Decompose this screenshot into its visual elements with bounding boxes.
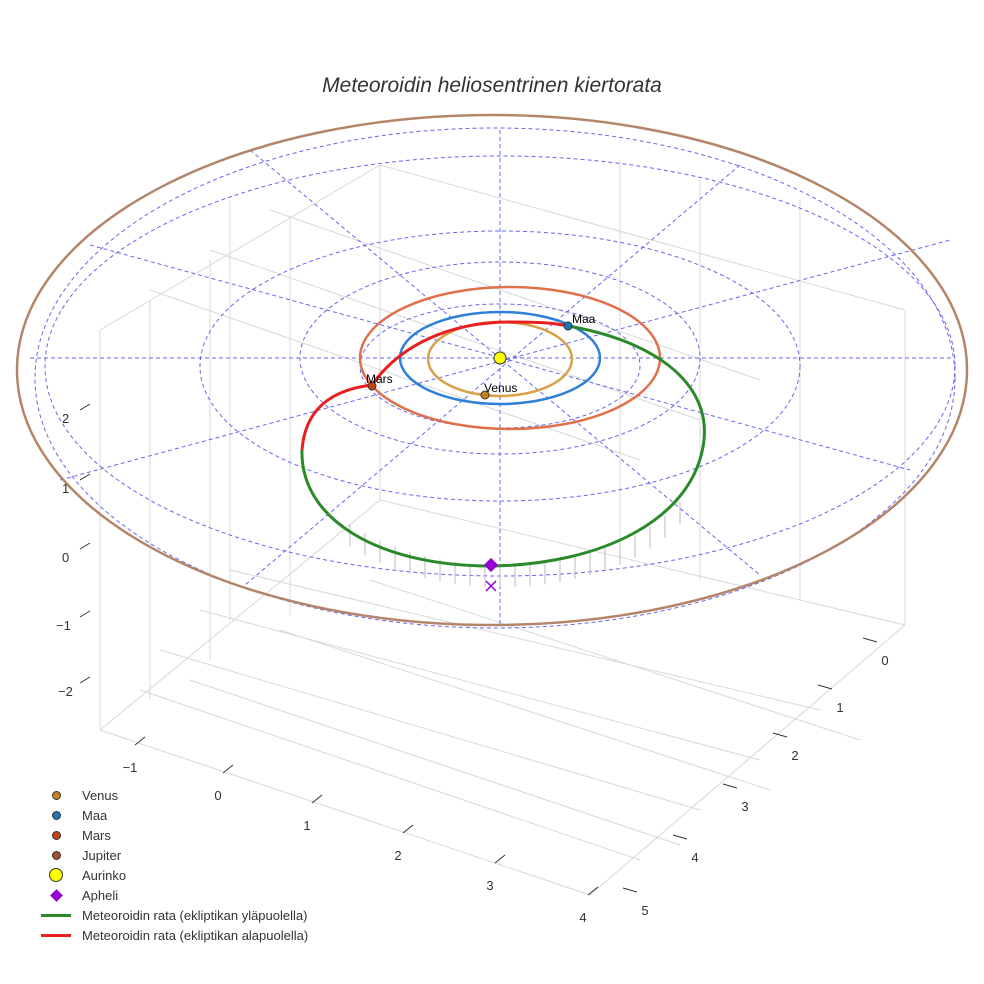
legend-label: Aurinko [82, 867, 127, 883]
planet-maa [563, 321, 573, 331]
z-tick-label: 2 [62, 411, 69, 426]
z-tick [79, 610, 91, 618]
sun-marker-icon [49, 868, 63, 882]
x-tick-label: 3 [486, 878, 493, 893]
grid-line [99, 729, 591, 896]
planet-label: Mars [366, 372, 393, 386]
earth-marker-icon [51, 810, 61, 820]
x-tick [222, 764, 234, 774]
polar-grid-ring [44, 155, 956, 577]
planet-venus [480, 390, 490, 400]
polar-grid-spoke [249, 149, 761, 576]
y-tick-label: 4 [691, 850, 698, 865]
chart-title: Meteoroidin heliosentrinen kiertorata [322, 74, 662, 97]
polar-grid-spoke [244, 164, 741, 586]
x-tick-label: −1 [123, 760, 138, 775]
z-tick-label: −2 [58, 684, 73, 699]
drop-lines [349, 501, 681, 587]
legend-label: Maa [82, 807, 108, 823]
aphelion-projection-marker [485, 580, 497, 592]
grid-line [379, 499, 906, 626]
legend-item-orbit-below[interactable]: Meteoroidin rata (ekliptikan alapuolella… [36, 925, 308, 945]
x-tick-label: 1 [303, 818, 310, 833]
legend-label: Mars [82, 827, 111, 843]
grid-line [199, 609, 761, 761]
grid-line [189, 679, 681, 846]
grid-line [159, 649, 701, 811]
orbit-above-ecliptic [300, 324, 706, 568]
x-tick [402, 824, 414, 834]
y-tick-label: 3 [741, 799, 748, 814]
y-tick-label: 5 [641, 903, 648, 918]
z-tick-label: 1 [62, 481, 69, 496]
polar-grid-spoke [89, 244, 911, 471]
grid-line [149, 289, 641, 461]
grid-line [139, 689, 641, 861]
orbit-below-ecliptic [300, 320, 569, 451]
x-tick [311, 794, 323, 804]
x-tick-label: 0 [214, 788, 221, 803]
polar-grid-ring [34, 127, 956, 629]
venus-marker-icon [51, 790, 61, 800]
legend-label: Jupiter [82, 847, 122, 863]
y-tick-label: 1 [836, 700, 843, 715]
sun-marker [493, 351, 507, 365]
legend-label: Apheli [82, 887, 119, 903]
grid-line [279, 629, 771, 791]
orbit-maa [398, 310, 602, 406]
red-line-icon [41, 933, 71, 937]
aphelion-marker [483, 557, 499, 573]
planet-label: Venus [484, 381, 517, 395]
z-tick [79, 473, 91, 481]
grid-line [209, 249, 701, 421]
x-tick-label: 2 [394, 848, 401, 863]
planet-label: Maa [572, 312, 596, 326]
legend-item-jupiter[interactable]: Jupiter [36, 845, 308, 865]
grid-line [379, 164, 906, 311]
grid-line [269, 209, 761, 381]
mars-marker-icon [51, 830, 61, 840]
legend-item-aurinko[interactable]: Aurinko [36, 865, 308, 885]
y-tick [862, 637, 878, 643]
y-tick-label: 0 [881, 653, 888, 668]
legend-item-venus[interactable]: Venus [36, 785, 308, 805]
y-tick [722, 783, 738, 789]
y-tick [817, 684, 833, 690]
legend-item-apheli[interactable]: Apheli [36, 885, 308, 905]
legend-label: Meteoroidin rata (ekliptikan alapuolella… [82, 927, 309, 943]
planet-mars [367, 381, 377, 391]
z-tick-label: −1 [56, 618, 71, 633]
y-tick-label: 2 [791, 748, 798, 763]
legend-item-maa[interactable]: Maa [36, 805, 308, 825]
x-tick [134, 736, 146, 746]
x-tick [587, 886, 599, 896]
legend-label: Meteoroidin rata (ekliptikan yläpuolella… [82, 907, 308, 923]
grid-line [99, 164, 381, 331]
y-tick [672, 834, 688, 840]
x-tick [494, 854, 506, 864]
diamond-marker-icon [49, 888, 63, 902]
green-line-icon [41, 913, 71, 917]
grid-line [589, 624, 906, 896]
jupiter-marker-icon [51, 850, 61, 860]
legend-label: Venus [82, 787, 119, 803]
grid-line [99, 499, 381, 731]
grid-line [229, 569, 821, 711]
z-tick [79, 676, 91, 684]
orbit-jupiter [15, 113, 969, 627]
legend: Venus Maa Mars Jupiter Aurinko Apheli Me… [36, 785, 308, 945]
grid-line [369, 579, 861, 741]
legend-item-mars[interactable]: Mars [36, 825, 308, 845]
legend-item-orbit-above[interactable]: Meteoroidin rata (ekliptikan yläpuolella… [36, 905, 308, 925]
z-tick-label: 0 [62, 550, 69, 565]
x-tick-label: 4 [579, 910, 586, 925]
y-tick [772, 732, 788, 738]
z-tick [79, 542, 91, 550]
z-tick [79, 403, 91, 411]
y-tick [622, 887, 638, 893]
